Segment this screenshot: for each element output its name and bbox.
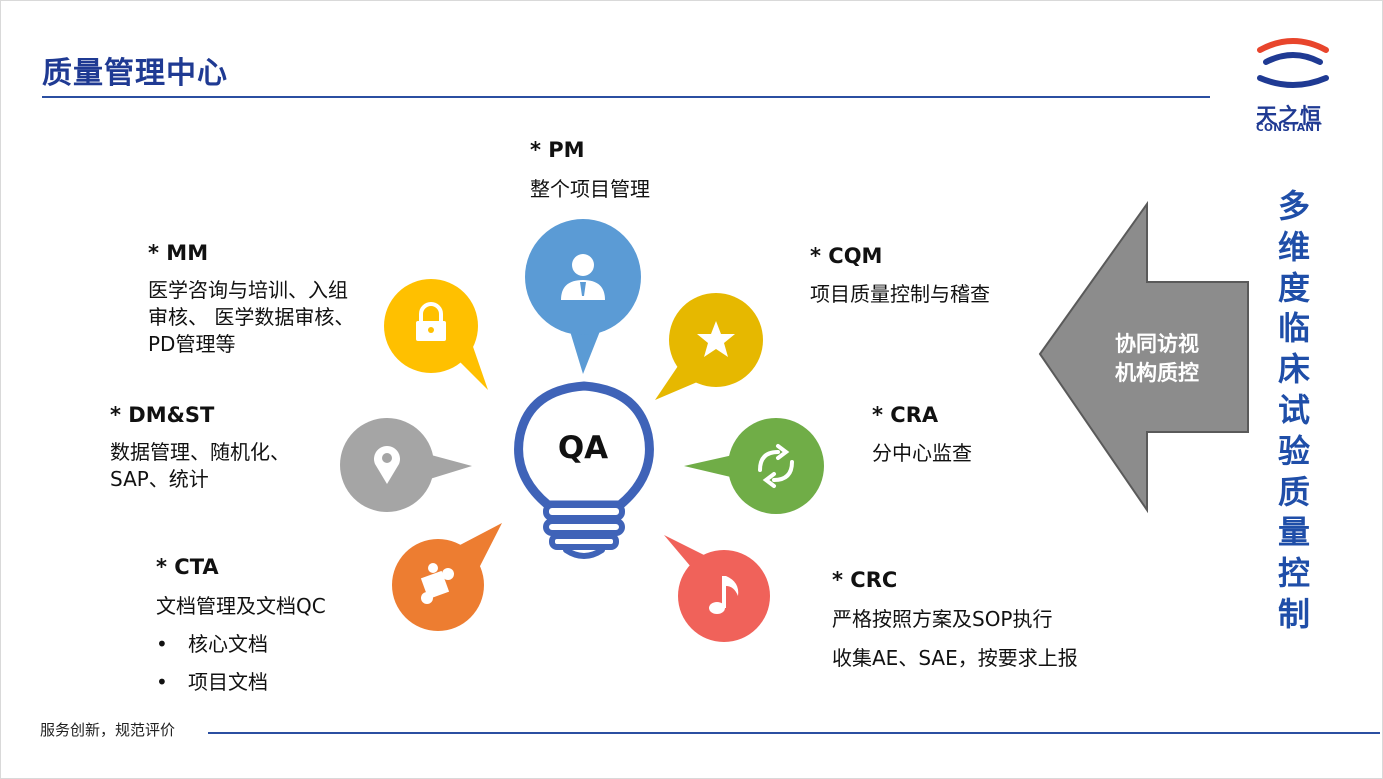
vertical-title: 多 维 度 临 床 试 验 质 量 控 制 <box>1270 186 1318 635</box>
side-arrow-label: 协同访视 机构质控 <box>1098 330 1216 388</box>
lightbulb-icon <box>514 381 654 559</box>
node-mm-line-2: 审核、 医学数据审核、 <box>148 305 355 329</box>
vertical-title-char: 临 <box>1277 309 1310 348</box>
footer-slogan: 服务创新，规范评价 <box>40 721 176 739</box>
node-cta-bullet-2: 项目文档 <box>156 669 326 696</box>
node-cqm-bubble <box>655 293 763 400</box>
node-cta-line-1: 文档管理及文档QC <box>156 594 326 618</box>
node-pm-label: * PM 整个项目管理 <box>530 137 650 203</box>
vertical-title-char: 验 <box>1277 431 1310 470</box>
music-note-icon <box>709 576 739 614</box>
logo-name-en: CONSTANT <box>1256 122 1322 134</box>
node-dmst-title: * DM&ST <box>110 403 215 427</box>
vertical-title-char: 制 <box>1277 594 1310 633</box>
vertical-title-char: 床 <box>1277 350 1310 389</box>
logo-arc-blue-lower <box>1257 75 1329 88</box>
node-cqm-line-1: 项目质量控制与稽查 <box>810 282 990 306</box>
node-pm-line-1: 整个项目管理 <box>530 177 650 201</box>
node-dmst-bubble <box>340 418 472 512</box>
node-cta-label: * CTA 文档管理及文档QC 核心文档 项目文档 <box>156 554 326 696</box>
logo-name-cn: 天之恒 <box>1256 104 1322 128</box>
node-pm-title: * PM <box>530 138 585 162</box>
lock-icon <box>416 302 446 341</box>
logo-arc-red <box>1257 38 1329 53</box>
node-cta-bullet-1: 核心文档 <box>156 631 326 658</box>
star-icon <box>697 321 735 357</box>
title-divider <box>42 96 1210 98</box>
puzzle-icon <box>420 563 454 604</box>
vertical-title-char: 量 <box>1277 513 1310 552</box>
node-crc-label: * CRC 严格按照方案及SOP执行 收集AE、SAE，按要求上报 <box>832 567 1078 672</box>
vertical-title-char: 试 <box>1277 390 1310 429</box>
node-dmst-line-1: 数据管理、随机化、 <box>110 440 290 464</box>
node-mm-title: * MM <box>148 241 209 265</box>
vertical-title-char: 度 <box>1277 268 1310 307</box>
node-mm-bubble <box>384 279 488 390</box>
center-label: QA <box>557 430 609 466</box>
node-pm-bubble <box>525 219 641 374</box>
node-cqm-title: * CQM <box>810 244 883 268</box>
node-dmst-label: * DM&ST 数据管理、随机化、 SAP、统计 <box>110 402 290 493</box>
node-crc-line-2: 收集AE、SAE，按要求上报 <box>832 646 1078 670</box>
location-pin-icon <box>374 446 401 484</box>
footer-divider <box>208 732 1380 734</box>
node-cra-label: * CRA 分中心监查 <box>872 402 972 467</box>
node-crc-title: * CRC <box>832 568 898 592</box>
node-crc-line-1: 严格按照方案及SOP执行 <box>832 607 1053 631</box>
node-cra-title: * CRA <box>872 403 939 427</box>
side-arrow-shape <box>1038 200 1249 514</box>
vertical-title-char: 多 <box>1277 187 1310 225</box>
side-arrow-line-2: 机构质控 <box>1115 361 1199 385</box>
page-title: 质量管理中心 <box>42 56 228 91</box>
side-arrow-line-1: 协同访视 <box>1115 332 1199 356</box>
node-dmst-line-2: SAP、统计 <box>110 467 209 491</box>
refresh-icon <box>758 444 794 488</box>
node-cqm-label: * CQM 项目质量控制与稽查 <box>810 243 990 308</box>
node-mm-line-3: PD管理等 <box>148 332 236 356</box>
node-mm-label: * MM 医学咨询与培训、入组 审核、 医学数据审核、 PD管理等 <box>148 240 354 358</box>
logo-arc-blue <box>1263 52 1323 65</box>
node-mm-line-1: 医学咨询与培训、入组 <box>148 278 348 302</box>
constant-logo-icon <box>1257 38 1329 88</box>
vertical-title-char: 维 <box>1277 227 1310 266</box>
node-cra-line-1: 分中心监查 <box>872 441 972 465</box>
node-cra-bubble <box>684 418 824 514</box>
node-crc-bubble <box>664 535 770 642</box>
vertical-title-char: 质 <box>1277 472 1310 511</box>
user-icon <box>561 254 605 300</box>
node-cta-title: * CTA <box>156 555 219 579</box>
node-cta-bubble <box>392 523 502 631</box>
vertical-title-char: 控 <box>1277 554 1310 593</box>
